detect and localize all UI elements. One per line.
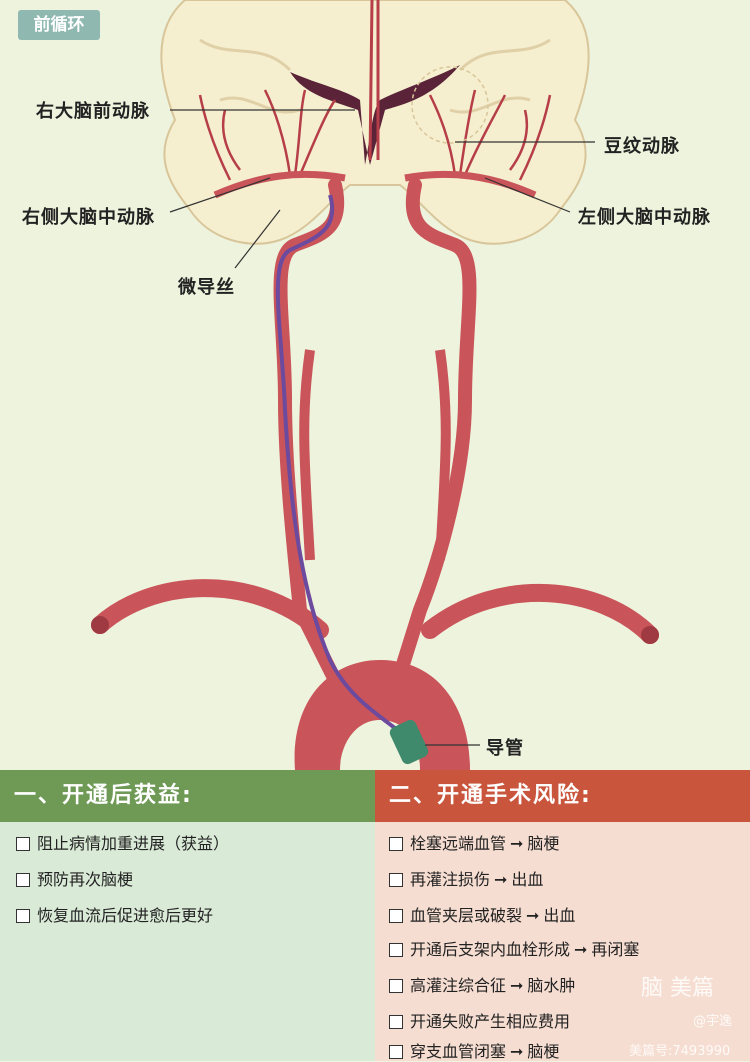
- microwire: [275, 194, 412, 742]
- risk-item: 开通失败产生相应费用: [389, 1008, 570, 1032]
- risk-item: 高灌注综合征➞脑水肿: [389, 972, 575, 996]
- risk-item: 栓塞远端血管➞脑梗: [389, 830, 559, 854]
- arrow-right-icon: ➞: [526, 906, 540, 925]
- checkbox-icon: [16, 873, 30, 887]
- risks-title: 二、开通手术风险:: [375, 770, 750, 822]
- arrow-right-icon: ➞: [510, 834, 524, 853]
- section-tag: 前循环: [18, 10, 100, 40]
- checkbox-icon: [389, 837, 403, 851]
- label-microwire: 微导丝: [178, 277, 235, 298]
- catheter-tip: [389, 719, 429, 765]
- checkbox-icon: [389, 1015, 403, 1029]
- anatomy-illustration: 前循环 右大脑前动脉 豆纹动脉 右侧大脑中动脉 左侧大脑中动脉 微导丝 导管: [18, 0, 711, 770]
- left-subclavian: [421, 583, 659, 644]
- watermark-id: 美篇号:7493990: [629, 1044, 731, 1059]
- checkbox-icon: [389, 873, 403, 887]
- checkbox-icon: [389, 979, 403, 993]
- lateral-ventricle: [290, 65, 460, 165]
- benefits-panel: 一、开通后获益: 阻止病情加重进展（获益） 预防再次脑梗 恢复血流后促进愈后更好: [0, 770, 375, 1061]
- arrow-right-icon: ➞: [574, 940, 588, 959]
- label-right-mca: 右侧大脑中动脉: [22, 207, 155, 228]
- benefit-item-2: 预防再次脑梗: [16, 866, 133, 890]
- checkbox-icon: [389, 943, 403, 957]
- checkbox-icon: [389, 1045, 403, 1059]
- right-subclavian: [91, 579, 329, 639]
- benefits-title: 一、开通后获益:: [0, 770, 375, 822]
- aortic-arch: [294, 660, 470, 770]
- watermark-logo: 脑 美篇: [641, 976, 714, 1001]
- label-left-mca: 左侧大脑中动脉: [578, 207, 711, 228]
- benefit-item-3: 恢复血流后促进愈后更好: [16, 902, 213, 926]
- risk-item: 开通后支架内血栓形成➞再闭塞: [389, 936, 639, 960]
- risk-item: 血管夹层或破裂➞出血: [389, 902, 575, 926]
- label-right-aca: 右大脑前动脉: [36, 101, 150, 122]
- arrow-right-icon: ➞: [494, 870, 508, 889]
- risks-panel: 二、开通手术风险: 栓塞远端血管➞脑梗 再灌注损伤➞出血 血管夹层或破裂➞出血 …: [375, 770, 750, 1061]
- arrow-right-icon: ➞: [510, 976, 524, 995]
- label-lenticulostriate: 豆纹动脉: [604, 136, 680, 157]
- cerebral-artery-diagram: [91, 0, 659, 770]
- checkbox-icon: [16, 837, 30, 851]
- checkbox-icon: [389, 909, 403, 923]
- checkbox-icon: [16, 909, 30, 923]
- label-catheter: 导管: [486, 738, 524, 759]
- arrow-right-icon: ➞: [510, 1042, 524, 1061]
- risk-item: 穿支血管闭塞➞脑梗: [389, 1038, 559, 1062]
- risk-item: 再灌注损伤➞出血: [389, 866, 543, 890]
- benefit-item-1: 阻止病情加重进展（获益）: [16, 830, 229, 854]
- watermark-user: @宇逸: [693, 1014, 733, 1029]
